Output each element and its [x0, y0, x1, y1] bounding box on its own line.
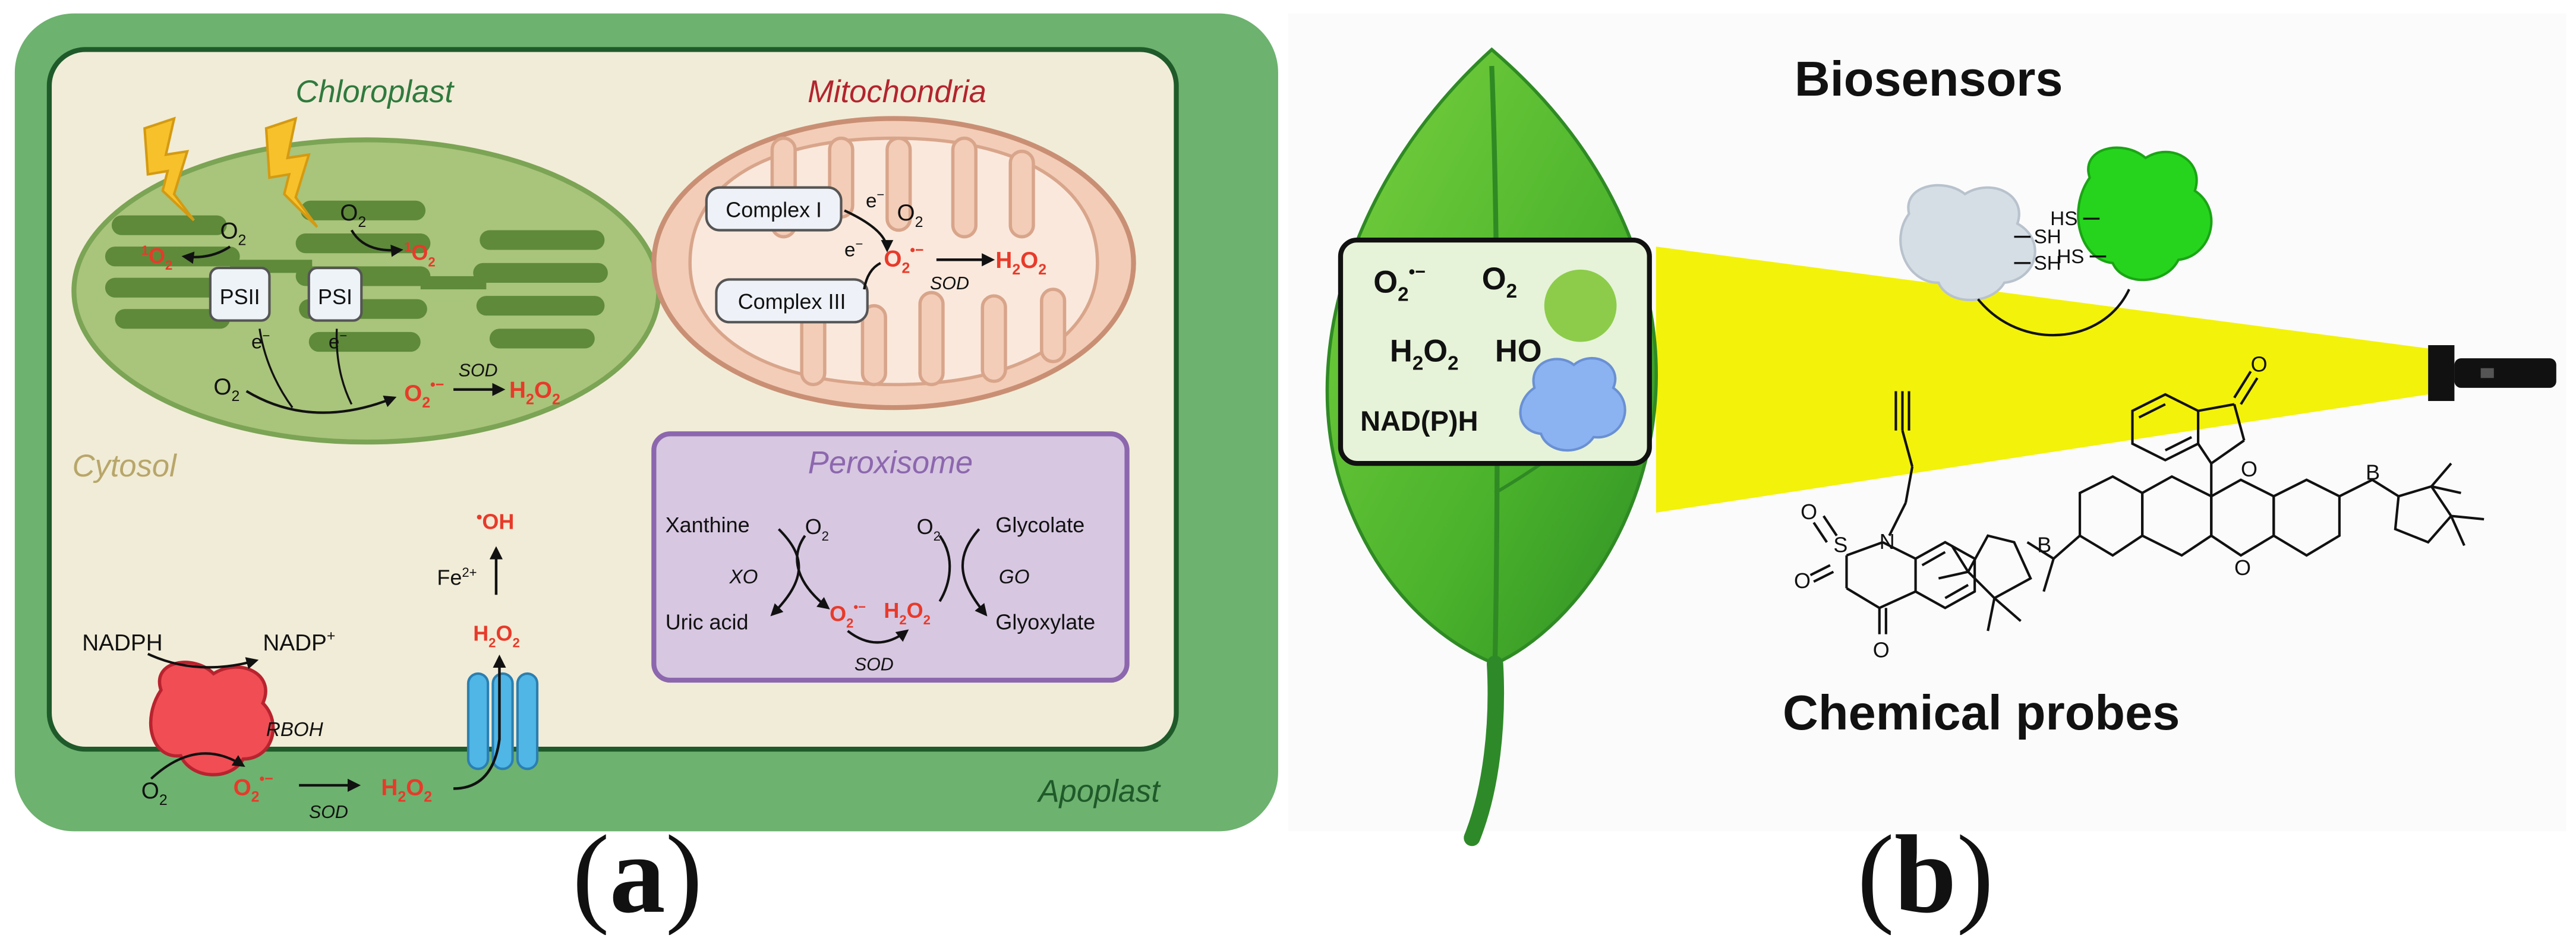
hs-label: HS	[2057, 246, 2084, 268]
sh-label: SH	[2034, 252, 2061, 274]
psii-complex	[209, 267, 271, 322]
complex-iii-label: Complex III	[738, 289, 846, 314]
electron-label: e−	[251, 329, 270, 353]
hydroxyl-radical-label: •OH	[477, 508, 515, 534]
light-beam	[1656, 247, 2429, 513]
h2o2-label: H2O2	[381, 775, 432, 806]
h2o2-label: H2O2	[509, 378, 560, 408]
boron-atom: B	[2366, 460, 2380, 485]
glycolate-label: Glycolate	[995, 513, 1084, 537]
cytosol-label: Cytosol	[72, 449, 177, 484]
aquaporin-channel-icon	[466, 672, 539, 770]
oxygen-atom: O	[1794, 569, 1811, 593]
protein-blob-icon	[1519, 357, 1626, 452]
singlet-oxygen-label: 1O2	[141, 243, 173, 273]
nadp-label: NADP+	[263, 628, 335, 656]
oxygen-atom: O	[1873, 637, 1890, 662]
glyoxylate-label: Glyoxylate	[995, 609, 1095, 634]
panel-a: Chloroplast PSII P	[14, 13, 1278, 832]
psi-complex	[307, 267, 363, 322]
boron-atom: B	[2037, 532, 2051, 557]
biosensors-title: Biosensors	[1795, 51, 2063, 106]
peroxisome-label: Peroxisome	[808, 446, 973, 481]
panel-b: O2•− O2 H2O2 HO NAD(P)H Biosensors SH SH…	[1288, 13, 2566, 847]
chemical-probes-title: Chemical probes	[1783, 685, 2180, 740]
lightning-icon	[143, 116, 195, 222]
electron-label: e−	[844, 236, 863, 261]
go-label: GO	[999, 566, 1030, 588]
caption-a: (a)	[572, 812, 702, 935]
psii-label: PSII	[220, 285, 260, 309]
h2o2-label: H2O2	[995, 248, 1046, 278]
uric-acid-label: Uric acid	[666, 609, 749, 634]
o2-label: O2	[805, 514, 829, 544]
superoxide-label: O2•−	[404, 377, 444, 411]
o2-label: O2	[897, 200, 923, 230]
nadph-label: NADPH	[82, 630, 162, 656]
sulfur-atom: S	[1833, 532, 1847, 557]
hs-label: HS	[2050, 208, 2077, 230]
electron-label: e−	[866, 187, 884, 212]
nitrogen-atom: N	[1880, 529, 1895, 554]
chloroplast-label: Chloroplast	[296, 74, 455, 109]
oxygen-atom: O	[2241, 457, 2257, 481]
psi-label: PSI	[318, 285, 352, 309]
hydroxyl-label: HO	[1495, 334, 1542, 369]
complex-i-box	[705, 186, 843, 232]
rboh-label: RBOH	[266, 719, 323, 741]
oxygen-atom: O	[2234, 555, 2251, 580]
xo-label: XO	[729, 566, 758, 588]
lightning-icon	[264, 116, 319, 228]
chemical-probe-structure	[1938, 371, 2484, 631]
sod-label: SOD	[855, 654, 894, 674]
sod-label: SOD	[459, 361, 498, 381]
apoplast-label: Apoplast	[1036, 774, 1161, 809]
h2o2-label: H2O2	[1390, 334, 1459, 375]
o2-label: O2	[141, 778, 168, 808]
sh-label: SH	[2034, 226, 2061, 248]
xanthine-label: Xanthine	[666, 513, 750, 537]
sod-label: SOD	[930, 273, 969, 293]
superoxide-label: O2•−	[830, 599, 866, 631]
fe-label: Fe2+	[437, 565, 477, 590]
oxygen-atom: O	[2251, 352, 2268, 376]
superoxide-label: O2•−	[884, 242, 923, 276]
nadph-label: NAD(P)H	[1360, 405, 1478, 437]
caption-b: (b)	[1857, 812, 1994, 935]
o2-label: O2	[917, 514, 941, 544]
h2o2-label: H2O2	[884, 598, 931, 627]
o2-label: O2	[340, 200, 366, 230]
flashlight-icon	[2428, 345, 2556, 402]
chemical-probe-structure	[1809, 391, 1976, 634]
complex-iii-box	[715, 278, 869, 324]
superoxide-label: O2•−	[234, 770, 273, 805]
h2o2-label: H2O2	[473, 621, 520, 650]
oxygen-label: O2	[1482, 261, 1517, 302]
chloroplast: Chloroplast PSII P	[71, 74, 661, 445]
protein-blob-icon	[1899, 184, 2036, 301]
peroxisome: Peroxisome Xanthine Uric acid XO O2 Glyc…	[651, 431, 1130, 683]
o2-label: O2	[213, 374, 239, 405]
singlet-oxygen-sphere	[1544, 269, 1617, 342]
o2-label: O2	[220, 218, 246, 248]
complex-i-label: Complex I	[726, 197, 822, 222]
singlet-oxygen-label: 1O2	[404, 239, 436, 269]
superoxide-label: O2•−	[1373, 262, 1426, 306]
oxygen-atom: O	[1801, 500, 1817, 524]
peroxisome-membrane	[651, 431, 1130, 683]
mitochondria-label: Mitochondria	[808, 74, 986, 109]
mitochondrion: Mitochondria Complex I Complex III e− e−	[651, 74, 1136, 410]
sod-label: SOD	[309, 802, 348, 822]
